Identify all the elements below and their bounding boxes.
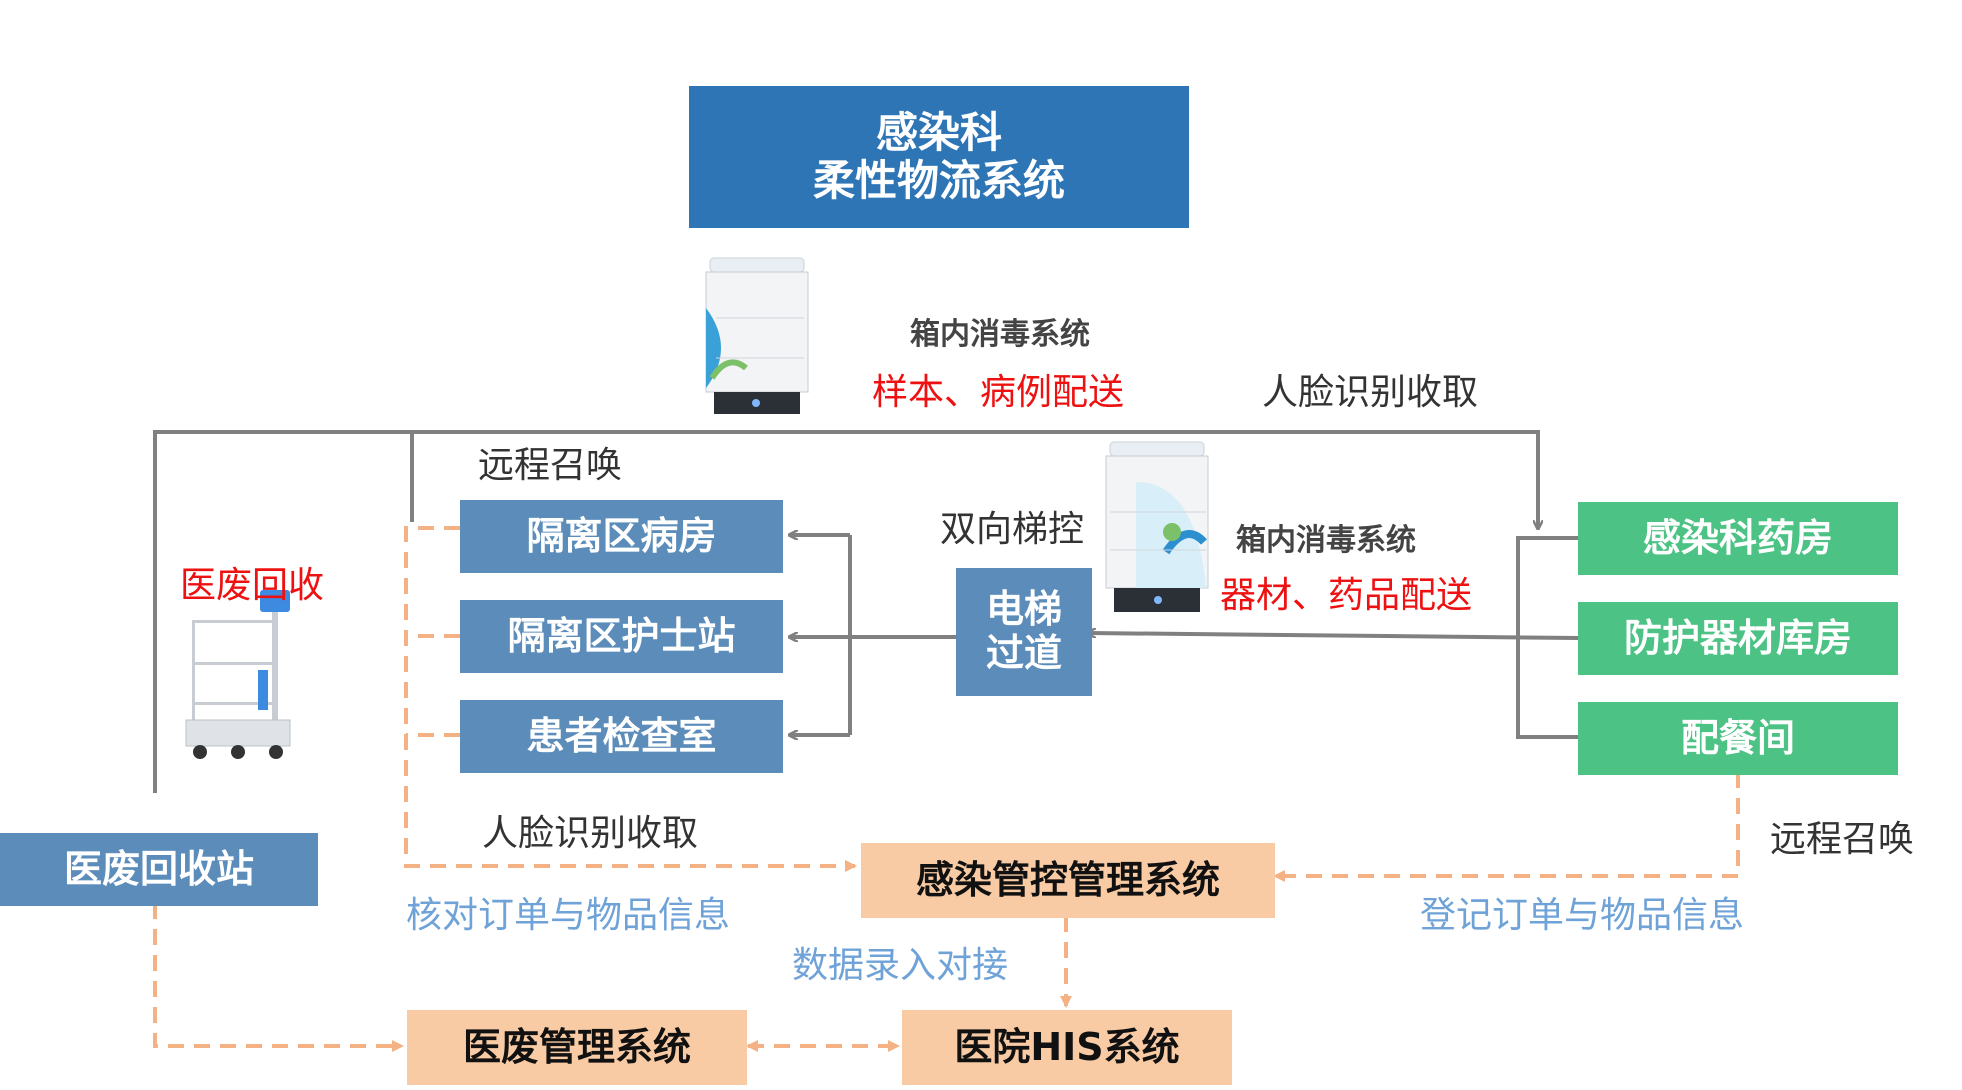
node-warehouse: 防护器材库房	[1578, 602, 1898, 675]
label-face-pickup-top: 人脸识别收取	[1262, 372, 1479, 413]
delivery-robot-icon	[1105, 441, 1209, 612]
label-register-order: 登记订单与物品信息	[1420, 895, 1745, 936]
label-remote-call-right: 远程召唤	[1770, 819, 1915, 860]
node-waste-station: 医废回收站	[0, 833, 318, 906]
label-two-way-elevator: 双向梯控	[940, 509, 1085, 550]
node-isolation-ward: 隔离区病房	[460, 500, 783, 573]
waste-station-to-system	[153, 903, 404, 1052]
node-waste-management-system: 医废管理系统	[407, 1010, 747, 1085]
label-disinfect-top: 箱内消毒系统	[910, 317, 1090, 352]
node-pharmacy: 感染科药房	[1578, 502, 1898, 575]
kitchen-to-infection	[1273, 772, 1740, 882]
delivery-robot-icon	[705, 257, 809, 414]
node-kitchen: 配餐间	[1578, 702, 1898, 775]
label-remote-call-top: 远程召唤	[478, 445, 623, 486]
node-infection-control-system: 感染管控管理系统	[861, 843, 1275, 918]
node-his-system: 医院HIS系统	[902, 1010, 1232, 1085]
label-verify-order: 核对订单与物品信息	[406, 895, 731, 936]
node-elevator: 电梯 过道	[956, 568, 1092, 696]
dept-dashed-bracket	[404, 526, 857, 872]
label-face-pickup-bottom: 人脸识别收取	[482, 813, 699, 854]
node-nurse-station: 隔离区护士站	[460, 600, 783, 673]
system-title: 感染科 柔性物流系统	[689, 86, 1189, 228]
elevator-line-2: 过道	[985, 631, 1062, 675]
waste-cart-robot-icon	[185, 590, 291, 759]
label-data-entry: 数据录入对接	[792, 945, 1009, 986]
node-exam-room: 患者检查室	[460, 700, 783, 773]
title-line-1: 感染科	[875, 107, 1002, 157]
label-waste-recovery: 医废回收	[180, 565, 325, 606]
label-sample-delivery: 样本、病例配送	[872, 372, 1125, 413]
top-loop-to-pharmacy	[153, 430, 1538, 793]
warehouse-to-elevator	[1088, 633, 1579, 640]
label-equipment-delivery: 器材、药品配送	[1220, 575, 1473, 616]
elevator-line-1: 电梯	[985, 587, 1062, 632]
title-line-2: 柔性物流系统	[812, 156, 1065, 205]
label-disinfect-mid: 箱内消毒系统	[1236, 523, 1416, 558]
